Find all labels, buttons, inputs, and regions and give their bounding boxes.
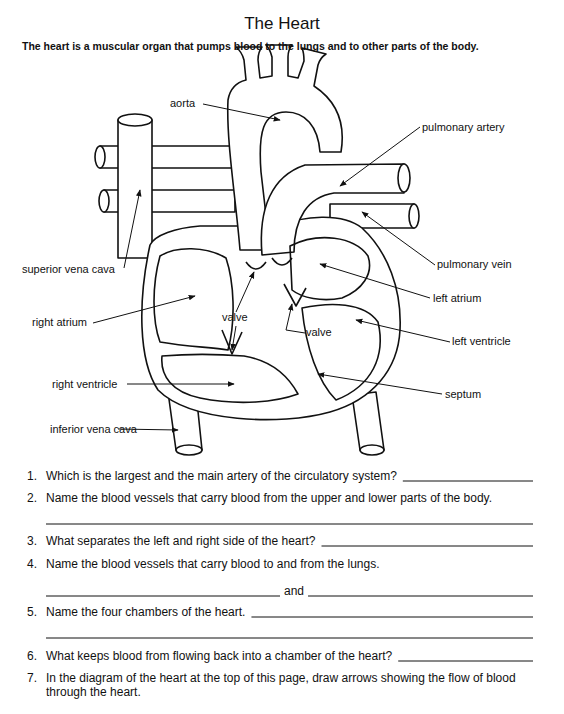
part-label: aorta <box>170 97 195 110</box>
intro-text: The heart is a muscular organ that pumps… <box>22 40 552 53</box>
answer-line <box>308 596 533 597</box>
part-label: left ventricle <box>452 335 511 348</box>
part-label: pulmonary vein <box>437 258 512 271</box>
question-text: What separates the left and right side o… <box>46 534 316 548</box>
vessel-opening <box>118 114 152 126</box>
question-text: Name the blood vessels that carry blood … <box>46 491 492 505</box>
valve-flap <box>272 258 292 265</box>
heart-interior <box>154 238 380 403</box>
vessel-opening <box>95 146 105 168</box>
answer-line <box>46 524 533 525</box>
leader-arrow <box>320 264 430 298</box>
leader-arrow <box>362 212 435 265</box>
valve-flap <box>284 284 306 306</box>
question-number: 5. <box>27 605 37 619</box>
answer-line <box>398 661 533 662</box>
part-label: left atrium <box>433 292 481 305</box>
question-number: 7. <box>27 671 37 685</box>
answer-line <box>251 617 533 618</box>
leader-arrow <box>124 190 140 268</box>
part-label: valve <box>222 311 248 324</box>
answer-line <box>322 546 534 547</box>
vessel-opening <box>99 190 109 212</box>
leader-line <box>286 330 305 333</box>
answer-line <box>46 596 280 597</box>
part-label: inferior vena cava <box>50 423 137 436</box>
part-label: right atrium <box>32 316 87 329</box>
question-text: In the diagram of the heart at the top o… <box>46 671 536 700</box>
part-label: septum <box>445 388 481 401</box>
valve-flap <box>222 330 242 354</box>
part-label: superior vena cava <box>22 263 115 276</box>
answer-connector: and <box>284 584 304 598</box>
part-label: right ventricle <box>52 378 117 391</box>
answer-line <box>403 481 533 482</box>
part-label: pulmonary artery <box>422 121 505 134</box>
vessel-opening <box>409 204 419 228</box>
question-number: 3. <box>27 534 37 548</box>
leader-arrow <box>127 384 234 385</box>
leader-arrow <box>232 326 236 350</box>
question-text: Name the blood vessels that carry blood … <box>46 557 380 571</box>
question-text: Which is the largest and the main artery… <box>46 469 397 483</box>
leader-arrow <box>318 374 442 394</box>
question-number: 2. <box>27 491 37 505</box>
leader-arrow <box>236 272 254 312</box>
left-atrium-chamber <box>290 238 370 300</box>
vessel-opening <box>176 445 202 455</box>
vessel-opening <box>398 164 410 192</box>
leader-arrow <box>286 304 292 330</box>
valve-flap <box>246 262 266 269</box>
question-text: What keeps blood from flowing back into … <box>46 649 392 663</box>
right-atrium-chamber <box>154 249 233 350</box>
superior-vena-cava-tube <box>118 120 152 258</box>
part-label: valve <box>306 326 332 339</box>
leader-arrow <box>356 320 450 342</box>
leader-lines <box>93 104 450 430</box>
question-number: 6. <box>27 649 37 663</box>
leader-arrow <box>203 104 280 120</box>
leader-arrow <box>93 296 195 323</box>
vessel-opening <box>360 445 384 455</box>
answer-line <box>46 638 533 639</box>
leader-arrow <box>340 127 420 186</box>
page-title: The Heart <box>0 14 564 34</box>
right-ventricle-chamber <box>162 355 298 403</box>
question-text: Name the four chambers of the heart. <box>46 605 245 619</box>
heart-drawing <box>95 45 419 455</box>
left-ventricle-chamber <box>302 305 380 400</box>
pulmonary-artery-shape <box>261 164 404 255</box>
question-number: 1. <box>27 469 37 483</box>
question-number: 4. <box>27 557 37 571</box>
